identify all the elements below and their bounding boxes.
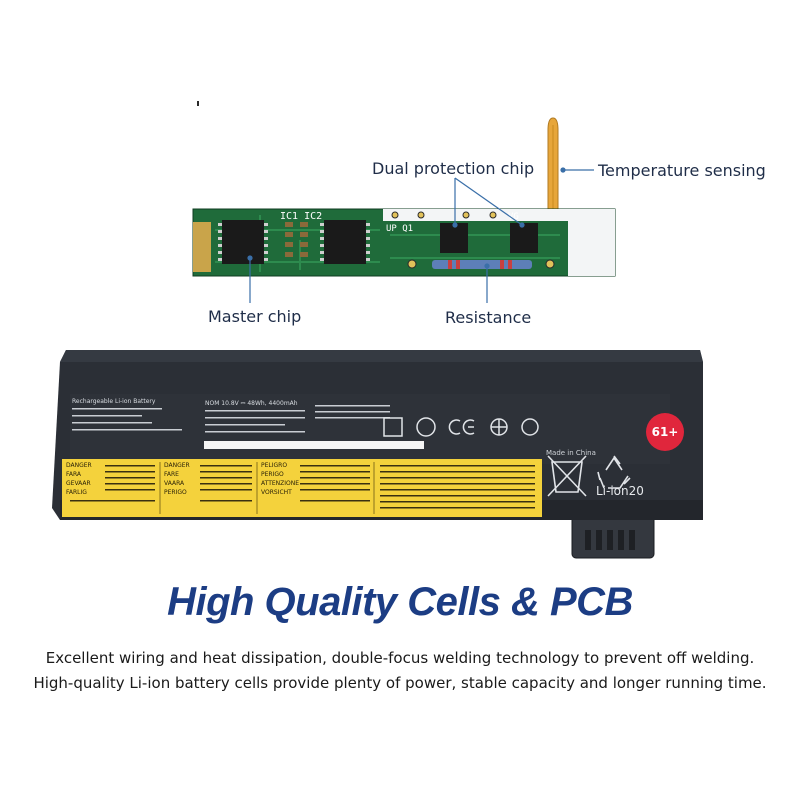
callout-master-chip: Master chip [208, 307, 302, 326]
callout-lines [247, 167, 594, 303]
protection-chip-1 [440, 223, 468, 253]
warning-word-6: FARE [164, 471, 179, 478]
warning-word-1: DANGER [66, 462, 92, 469]
silkscreen-ic: IC1 IC2 [280, 211, 322, 222]
made-in-label: Made in China [546, 449, 596, 457]
temperature-sensor-cable [547, 117, 559, 215]
silkscreen-q: UP Q1 [386, 224, 413, 234]
stray-mark [197, 101, 199, 106]
warning-word-3: GEVAAR [66, 480, 91, 487]
master-chip [222, 220, 264, 264]
recycle-icons [547, 455, 631, 497]
warning-word-12: VORSICHT [261, 489, 292, 496]
warning-word-9: PELIGRO [261, 462, 288, 469]
ic2-chip [324, 220, 366, 264]
warning-word-4: FARLIG [66, 489, 87, 496]
callout-temperature: Temperature sensing [598, 161, 766, 180]
description-line-1: Excellent wiring and heat dissipation, d… [45, 649, 755, 667]
resistance-component [432, 260, 532, 269]
warning-word-8: PERIGO [164, 489, 187, 496]
headline: High Quality Cells & PCB [167, 580, 633, 624]
spec-left-text: Rechargeable Li-ion Battery [72, 398, 156, 405]
callout-resistance: Resistance [445, 308, 532, 327]
warning-word-10: PERIGO [261, 471, 284, 478]
certification-marks [383, 417, 539, 437]
warning-word-11: ATTENZIONE [261, 480, 300, 487]
callout-dual-protection: Dual protection chip [372, 159, 535, 178]
protection-chip-2 [510, 223, 538, 253]
description-line-2: High-quality Li-ion battery cells provid… [33, 674, 767, 692]
chemistry-label: Li-ion20 [596, 484, 644, 498]
battery-pack [52, 350, 703, 559]
silkscreen-vg: VG [508, 212, 519, 222]
warning-word-2: FARA [66, 471, 82, 478]
spec-center-text: NOM 10.8V ⎓ 48Wh, 4400mAh [205, 400, 298, 407]
warning-word-5: DANGER [164, 462, 190, 469]
pcb-board: IC1 IC2 UP Q1 VG [192, 208, 616, 277]
capacity-badge: 61+ [646, 413, 684, 451]
warning-word-7: VAARA [164, 480, 185, 487]
